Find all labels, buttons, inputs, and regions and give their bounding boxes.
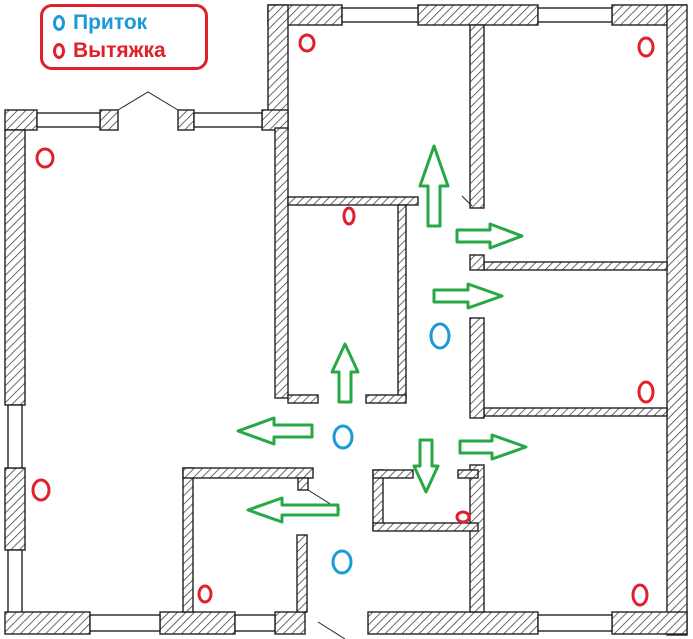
airflow-arrows — [236, 144, 528, 524]
wall-wc-top2 — [457, 469, 479, 479]
wall-small-room-right — [296, 534, 308, 613]
wall-bottom-1 — [4, 611, 91, 635]
legend-supply: Приток — [53, 11, 147, 35]
exhaust-marker — [197, 584, 213, 604]
wall-bottom-5 — [611, 611, 688, 635]
wall-left-upper — [4, 129, 26, 406]
wall-wc-top — [372, 469, 414, 479]
supply-marker — [332, 424, 354, 450]
wall-corridor-right-upper — [469, 24, 485, 209]
legend-exhaust-label: Вытяжка — [73, 39, 166, 62]
wall-bottom-4 — [367, 611, 539, 635]
airflow-arrow-up — [330, 342, 360, 404]
airflow-arrow-up — [418, 144, 450, 228]
exhaust-markers — [31, 33, 655, 607]
wall-wc-left — [372, 469, 384, 531]
wall-left-lower — [4, 467, 26, 551]
wall-room3-top — [483, 407, 668, 417]
wall-wc-bottom — [372, 522, 479, 532]
wall-central-left — [274, 127, 289, 399]
exhaust-marker — [31, 478, 51, 502]
window-top — [341, 7, 613, 23]
wall-corridor-right-lower — [469, 464, 485, 613]
supply-ring-icon — [53, 15, 65, 31]
exhaust-marker — [637, 380, 655, 404]
wall-room2-top — [483, 261, 668, 271]
wall-top-left-right — [261, 109, 289, 131]
airflow-arrow-down — [412, 438, 440, 494]
wall-bath-bottom-left — [287, 394, 319, 404]
airflow-arrow-left — [236, 416, 314, 446]
legend: Приток Вытяжка — [40, 4, 208, 70]
wall-top-2 — [417, 4, 539, 26]
supply-marker — [429, 322, 451, 350]
wall-bath-top — [287, 196, 419, 206]
window-bottom — [89, 614, 613, 632]
window-left — [7, 404, 23, 616]
airflow-arrow-left — [246, 496, 340, 524]
supply-markers — [331, 322, 451, 575]
airflow-arrow-right — [458, 433, 528, 461]
wall-corridor-right-mid — [469, 254, 485, 271]
wall-bottom-3 — [274, 611, 306, 635]
wall-bottom-2 — [159, 611, 236, 635]
airflow-arrow-right — [432, 282, 504, 310]
window-top-left — [36, 112, 263, 128]
wall-bath-right — [397, 204, 407, 399]
wall-bath-bottom-right — [365, 394, 407, 404]
exhaust-marker — [455, 510, 471, 524]
wall-top-left-mid2 — [177, 109, 195, 131]
door-swings — [117, 91, 473, 639]
exhaust-marker — [631, 583, 649, 607]
legend-supply-label: Приток — [73, 11, 148, 34]
wall-right — [666, 4, 688, 636]
wall-small-room-top — [182, 467, 314, 479]
supply-marker — [331, 549, 353, 575]
airflow-arrow-right — [455, 222, 524, 250]
exhaust-ring-icon — [53, 43, 65, 59]
wall-top-left-stub — [4, 109, 38, 131]
exhaust-marker — [342, 206, 356, 226]
walls — [4, 4, 688, 636]
exhaust-marker — [298, 33, 316, 53]
wall-small-room-stub — [297, 477, 309, 491]
exhaust-marker — [35, 147, 55, 169]
exhaust-marker — [637, 36, 655, 58]
wall-corridor-right-mid2 — [469, 317, 485, 419]
wall-small-room-left — [182, 467, 194, 613]
wall-top-left-mid — [99, 109, 119, 131]
legend-exhaust: Вытяжка — [53, 39, 166, 63]
